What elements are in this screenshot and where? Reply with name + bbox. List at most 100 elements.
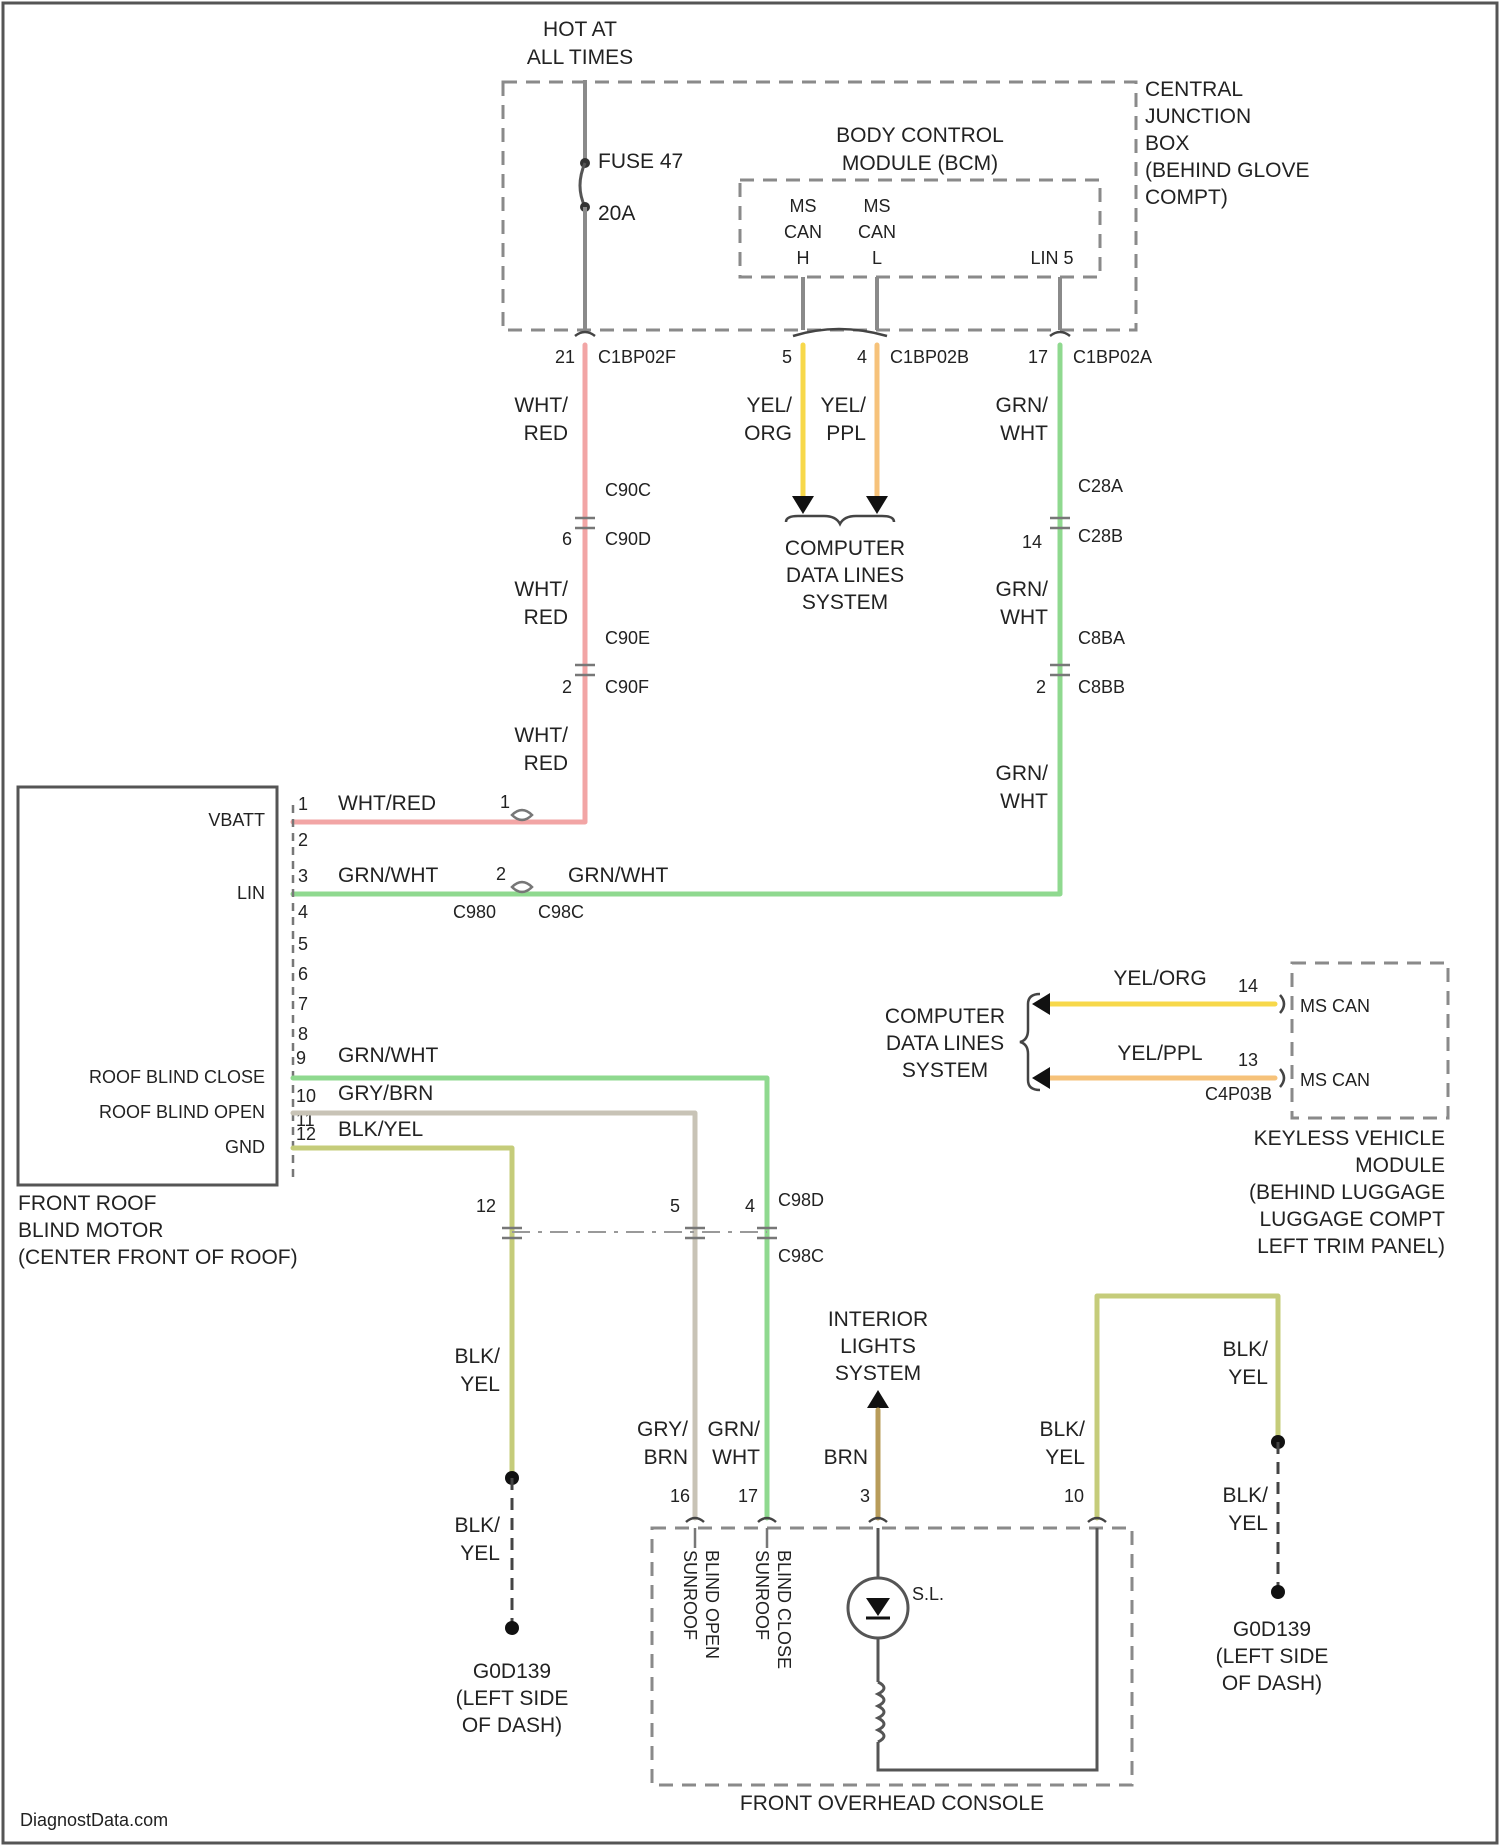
bcm-ms-can-h-2: CAN: [784, 222, 822, 242]
motor-pin-1: 1: [298, 794, 308, 814]
ohc-pin-16: 16: [670, 1486, 690, 1506]
pin-m1-label: 1: [500, 792, 510, 812]
front-roof-blind-motor: [18, 787, 277, 1185]
bcm-ms-can-l-1: MS: [864, 196, 891, 216]
kvm-label-1: KEYLESS VEHICLE: [1254, 1127, 1445, 1150]
interior-lights-label-2: LIGHTS: [840, 1335, 916, 1358]
c1bp02f-name: C1BP02F: [598, 347, 676, 367]
c980-label: C980: [453, 902, 496, 922]
bcm-ms-can-h-3: H: [797, 248, 810, 268]
yel-org-label-a: YEL/: [746, 394, 792, 417]
c1bp02b-name: C1BP02B: [890, 347, 969, 367]
interior-lights-label-3: SYSTEM: [835, 1362, 921, 1385]
sw-close-label-2: BLIND CLOSE: [774, 1550, 794, 1669]
cjb-label-2: JUNCTION: [1145, 105, 1251, 128]
c8ba-label: C8BA: [1078, 628, 1125, 648]
ground-icon-right: [1271, 1585, 1285, 1599]
data-lines-label-1: COMPUTER: [785, 537, 905, 560]
gry-brn-label-b: BRN: [644, 1446, 688, 1469]
yel-org-label-b: ORG: [744, 422, 792, 445]
motor-lin-label: LIN: [237, 883, 265, 903]
motor-pin-9: 9: [296, 1048, 306, 1068]
sw-open-label-2: BLIND OPEN: [702, 1550, 722, 1659]
c98c-connector-icon: [512, 882, 532, 892]
motor-pin-4: 4: [298, 902, 308, 922]
motor-pin-8: 8: [298, 1024, 308, 1044]
c98d-label: C98D: [778, 1190, 824, 1210]
kvm-label-3: (BEHIND LUGGAGE: [1249, 1181, 1445, 1204]
bcm-ms-can-l-2: CAN: [858, 222, 896, 242]
ground-right-label-1: G0D139: [1233, 1618, 1311, 1641]
c98c-label: C98C: [538, 902, 584, 922]
kvm-data-lines-2: DATA LINES: [886, 1032, 1004, 1055]
grn-wht-label-2a: GRN/: [996, 578, 1049, 601]
kvm-label-2: MODULE: [1355, 1154, 1445, 1177]
sw-close-label-1: SUNROOF: [752, 1550, 772, 1640]
bcm-label-2: MODULE (BCM): [842, 152, 998, 175]
grn-wht-label-1b: WHT: [1000, 422, 1048, 445]
c28b-label: C28B: [1078, 526, 1123, 546]
wht-red-label-1a: WHT/: [514, 394, 568, 417]
kvm-ms-can-l: MS CAN: [1300, 1070, 1370, 1090]
kvm-data-lines-1: COMPUTER: [885, 1005, 1005, 1028]
yel-ppl-label-b: PPL: [826, 422, 866, 445]
c90c-label: C90C: [605, 480, 651, 500]
fuse-rating: 20A: [598, 202, 635, 225]
blk-yel-ohc-label-a: BLK/: [1039, 1418, 1085, 1441]
grn-wht-label-2b: WHT: [1000, 606, 1048, 629]
kvm-yel-ppl-label: YEL/PPL: [1117, 1042, 1202, 1065]
c98d-pin-12: 12: [476, 1196, 496, 1216]
pin-m2-label: 2: [496, 864, 506, 884]
c1bp02f-pin: 21: [555, 347, 575, 367]
grn-wht-label-3b: WHT: [1000, 790, 1048, 813]
hot-at-all-times-label-2: ALL TIMES: [527, 46, 633, 69]
motor-pin-10: 10: [296, 1086, 316, 1106]
ground-right-label-3: OF DASH): [1222, 1672, 1322, 1695]
pin-2b-label: 2: [1036, 677, 1046, 697]
motor-pin-5: 5: [298, 934, 308, 954]
wht-red-label-3a: WHT/: [514, 724, 568, 747]
motor-pin-12: 12: [296, 1124, 316, 1144]
blk-yel-label-1a: BLK/: [454, 1345, 500, 1368]
motor-close-label: ROOF BLIND CLOSE: [89, 1067, 265, 1087]
blk-yel-right-label-2a: BLK/: [1222, 1484, 1268, 1507]
yel-ppl-label-a: YEL/: [820, 394, 866, 417]
cjb-label-5: COMPT): [1145, 186, 1228, 209]
motor-label-2: BLIND MOTOR: [18, 1219, 163, 1242]
data-lines-label-2: DATA LINES: [786, 564, 904, 587]
gry-brn-label-a: GRY/: [637, 1418, 688, 1441]
interior-lights-label-1: INTERIOR: [828, 1308, 928, 1331]
ohc-pin-17: 17: [738, 1486, 758, 1506]
blk-yel-inline-label: BLK/YEL: [338, 1118, 423, 1141]
kvm-yel-org-label: YEL/ORG: [1113, 967, 1206, 990]
gry-brn-inline-label: GRY/BRN: [338, 1082, 433, 1105]
cjb-label-3: BOX: [1145, 132, 1189, 155]
fuse-label: FUSE 47: [598, 150, 683, 173]
blk-yel-right-label-1a: BLK/: [1222, 1338, 1268, 1361]
brn-label: BRN: [824, 1446, 868, 1469]
kvm-label-4: LUGGAGE COMPT: [1259, 1208, 1445, 1231]
motor-label-1: FRONT ROOF: [18, 1192, 156, 1215]
motor-pin-2: 2: [298, 830, 308, 850]
c90f-label: C90F: [605, 677, 649, 697]
kvm-ms-can-h: MS CAN: [1300, 996, 1370, 1016]
ground-left-label-2: (LEFT SIDE: [456, 1687, 569, 1710]
c980-connector-icon: [512, 810, 532, 820]
kvm-data-lines-3: SYSTEM: [902, 1059, 988, 1082]
grn-wht-ohc-label-a: GRN/: [708, 1418, 761, 1441]
ground-right-label-2: (LEFT SIDE: [1216, 1645, 1329, 1668]
blk-yel-right-label-2b: YEL: [1228, 1512, 1268, 1535]
data-lines-label-3: SYSTEM: [802, 591, 888, 614]
c1bp02b-pin-5: 5: [782, 347, 792, 367]
c98c-lower-label: C98C: [778, 1246, 824, 1266]
grn-wht-inline-label-left: GRN/WHT: [338, 864, 438, 887]
kvm-label-5: LEFT TRIM PANEL): [1257, 1235, 1445, 1258]
ground-left-label-1: G0D139: [473, 1660, 551, 1683]
cjb-label-4: (BEHIND GLOVE: [1145, 159, 1310, 182]
pin-2a-label: 2: [562, 677, 572, 697]
blk-yel-label-2a: BLK/: [454, 1514, 500, 1537]
ohc-pin-10: 10: [1064, 1486, 1084, 1506]
c1bp02b-pin-4: 4: [857, 347, 867, 367]
ohc-pin-3: 3: [860, 1486, 870, 1506]
